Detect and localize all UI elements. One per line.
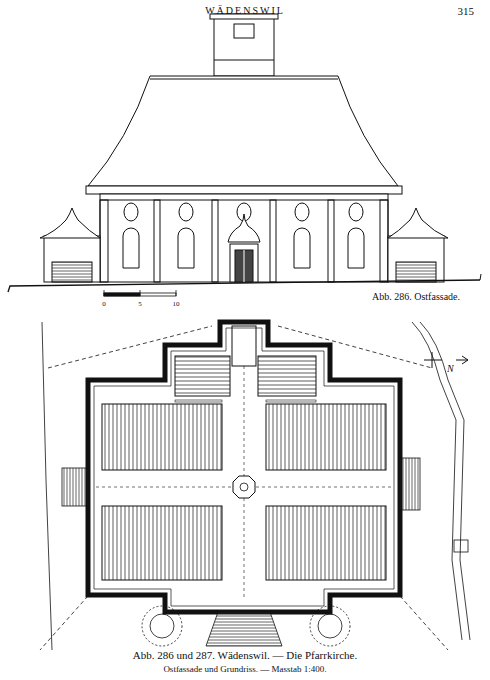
floor-plan-part <box>420 322 470 640</box>
floor-plan-part <box>233 476 255 498</box>
porch-part <box>244 250 245 282</box>
east-elevation-part <box>100 200 388 201</box>
floor-plan-part <box>62 468 88 506</box>
north-arrow-part <box>432 352 433 368</box>
pilasters <box>100 200 388 282</box>
east-elevation-part <box>214 60 274 61</box>
side-wings-part <box>388 208 448 238</box>
east-elevation <box>8 14 481 292</box>
pews-part <box>102 404 222 470</box>
scale-bar-part <box>104 293 140 296</box>
trees <box>142 606 350 646</box>
pilasters-part <box>380 200 388 282</box>
floor-plan-part <box>454 540 468 552</box>
aisles <box>96 366 392 600</box>
floor-plan-part <box>232 326 256 366</box>
floor-plan-part <box>240 483 248 491</box>
aisles-part <box>244 498 245 600</box>
north-arrow-part <box>424 360 442 361</box>
side-wings-part <box>40 208 100 238</box>
page-number: 315 <box>458 6 475 17</box>
caption-subline: Ostfassade und Grundriss. — Masstab 1:40… <box>163 665 326 674</box>
east-elevation-part <box>86 186 402 194</box>
oval-windows-part <box>179 203 193 221</box>
tall-windows-part <box>348 228 364 268</box>
pews-part <box>175 400 222 402</box>
side-wings-part <box>388 236 444 282</box>
page-header: WÄDENSWIL <box>205 6 285 16</box>
side-wings-part <box>396 262 436 282</box>
aisles-part <box>244 366 245 476</box>
oval-windows-part <box>349 203 363 221</box>
trees-part <box>150 614 174 638</box>
trees-part <box>318 614 342 638</box>
porch-part <box>228 214 260 242</box>
east-elevation-part <box>234 24 254 38</box>
floor-plan-part <box>94 328 394 606</box>
side-wings-part <box>52 262 92 282</box>
pews-part <box>266 506 386 580</box>
east-elevation-part <box>8 280 480 292</box>
figure-label: Abb. 286. Ostfassade. <box>372 292 460 302</box>
side-wings-part <box>44 236 100 282</box>
pews-part <box>266 404 386 470</box>
scale-bar-part <box>140 290 141 296</box>
side-wings <box>40 208 448 282</box>
floor-plan-part <box>42 322 52 650</box>
floor-plan-part <box>88 322 400 612</box>
pilasters-part <box>270 200 276 282</box>
pilasters-part <box>100 200 108 282</box>
trees-part <box>142 606 182 646</box>
aisles-part <box>96 487 232 488</box>
pews-part <box>102 506 222 580</box>
pilasters-part <box>154 200 160 282</box>
north-arrow <box>424 352 468 368</box>
east-elevation-part <box>480 274 481 280</box>
porch <box>228 214 260 282</box>
tall-windows-part <box>178 228 194 268</box>
east-elevation-part <box>150 79 338 80</box>
scale-number: 5 <box>138 301 142 308</box>
property-lines-part <box>40 596 88 650</box>
floor-plan <box>40 322 470 650</box>
porch-part <box>235 250 253 282</box>
figure-caption: Abb. 286 und 287. Wädenswil. — Die Pfarr… <box>133 650 357 661</box>
pilasters-part <box>328 200 334 282</box>
scale-number: 10 <box>173 301 180 308</box>
scale-bar-part <box>176 290 177 296</box>
porch-part <box>230 244 258 282</box>
tall-windows-part <box>294 228 310 268</box>
trees-part <box>310 606 350 646</box>
pews-part <box>258 356 316 396</box>
property-lines-part <box>400 596 448 650</box>
aisles-part <box>256 487 392 488</box>
pews-part <box>266 400 316 402</box>
oval-windows-part <box>295 203 309 221</box>
north-label: N <box>447 364 454 374</box>
scale-bar <box>104 290 176 296</box>
floor-plan-part <box>400 458 420 510</box>
east-elevation-part <box>214 14 274 76</box>
pilasters-part <box>212 200 218 282</box>
tall-windows-part <box>123 228 139 268</box>
north-arrow-part <box>456 356 468 364</box>
oval-windows-part <box>124 203 138 221</box>
east-elevation-part <box>88 76 398 186</box>
scale-bar-part <box>104 290 105 296</box>
pews-part <box>175 356 230 396</box>
floor-plan-part <box>206 612 282 646</box>
east-elevation-part <box>100 194 388 282</box>
scale-number: 0 <box>102 301 106 308</box>
